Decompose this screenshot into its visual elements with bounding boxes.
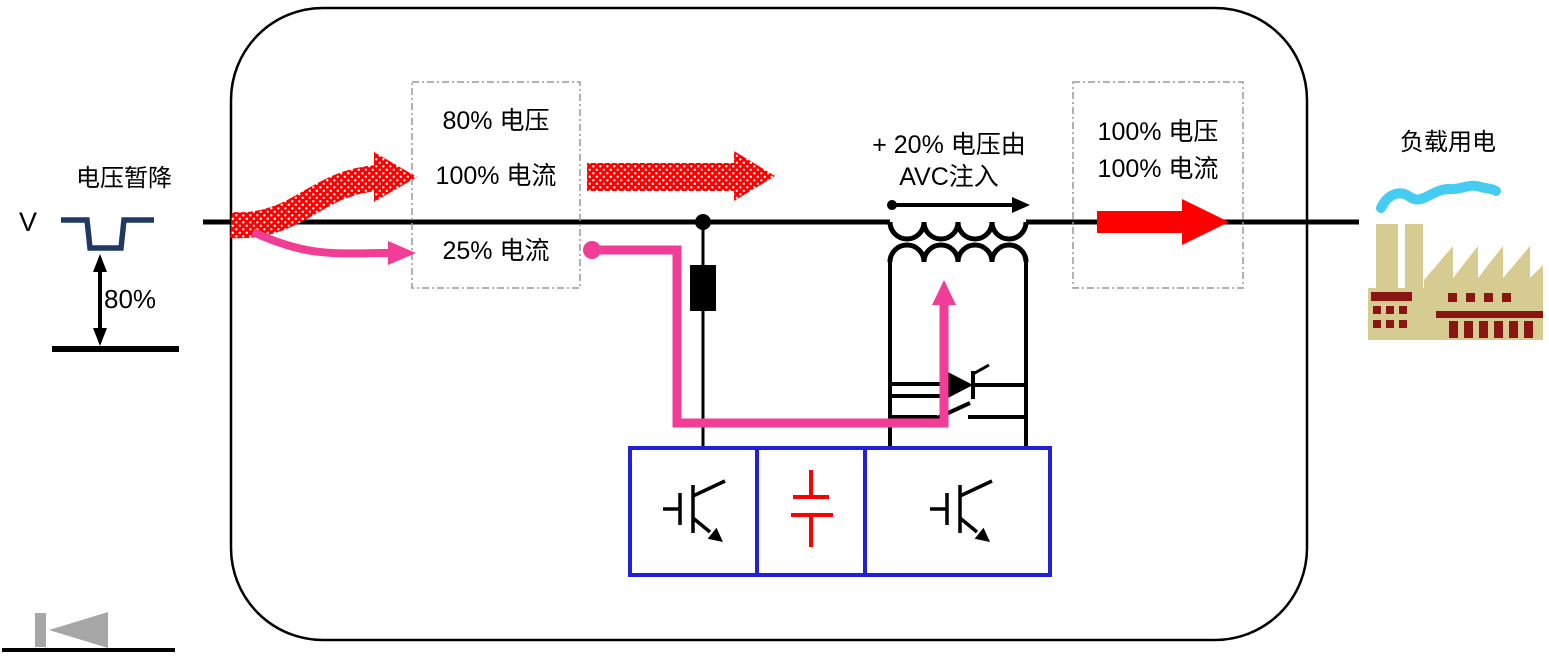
dc-link-box (755, 446, 867, 577)
skip-back-icon[interactable] (35, 612, 108, 648)
load-section: 负载用电 (1368, 129, 1543, 340)
factory-window-bar (1464, 321, 1473, 338)
smoke-icon (1376, 180, 1501, 213)
input-current-label: 100% 电流 (436, 162, 557, 190)
output-flow-box: 100% 电压 100% 电流 (1072, 81, 1244, 289)
voltage-sag-indicator: 电压暂降 V 80% (19, 165, 179, 352)
shunt-branch (690, 222, 716, 450)
factory-window-bar (1524, 321, 1533, 338)
factory-window-bar (1449, 321, 1458, 338)
sag-depth-label: 80% (104, 284, 156, 314)
igbt-icon (930, 479, 993, 542)
factory-stripe (1371, 292, 1412, 301)
skip-back-bar[interactable] (35, 613, 46, 647)
injection-annotation: + 20% 电压由 AVC注入 (872, 131, 1030, 213)
factory-window (1466, 293, 1475, 302)
thyristor-triangle-icon (946, 371, 973, 399)
skip-back-triangle[interactable] (49, 612, 108, 648)
transformer-secondary-winding-icon (887, 242, 1029, 263)
shunt-energy-path (583, 241, 956, 428)
factory-window-bar (1494, 321, 1503, 338)
shunt-arrow-head-icon (388, 241, 416, 265)
factory-window (1386, 306, 1394, 314)
igbt-icon (663, 479, 726, 542)
voltage-sag-title: 电压暂降 (76, 165, 172, 192)
avc-system-boundary (229, 6, 1309, 642)
factory-window (1386, 320, 1394, 328)
factory-window (1373, 320, 1381, 328)
sag-depth-arrow-up-icon (93, 254, 107, 272)
inverter-box (863, 446, 1052, 577)
factory-window (1484, 293, 1493, 302)
output-voltage-label: 100% 电压 (1098, 118, 1219, 146)
flow-arrow-straight-head-icon (734, 151, 775, 201)
factory-window (1502, 293, 1511, 302)
voltage-axis-label: V (19, 207, 37, 237)
shunt-current-label: 25% 电流 (443, 237, 550, 265)
factory-window (1373, 306, 1381, 314)
input-flow-box: 80% 电压 100% 电流 25% 电流 (411, 81, 581, 289)
skip-back-button[interactable] (35, 612, 108, 648)
factory-window (1399, 306, 1407, 314)
output-arrow-head-icon (1182, 199, 1229, 245)
thyristor-gate-tick (972, 363, 990, 376)
transformer-primary-winding-icon (887, 221, 1029, 242)
flow-arrow-curved-band (230, 165, 380, 239)
fuse-icon (690, 265, 716, 311)
injection-arrow-head-icon (1012, 197, 1030, 213)
factory-window-bar (1509, 321, 1518, 338)
sag-waveform-icon (61, 217, 154, 251)
thyristor-bypass (890, 363, 1026, 421)
input-voltage-label: 80% 电压 (443, 107, 550, 135)
power-flow-arrows (230, 151, 775, 239)
converter-module (628, 446, 1052, 577)
factory-window (1448, 293, 1457, 302)
input-flow-box-border (411, 81, 581, 289)
factory-window (1399, 320, 1407, 328)
footer-line (2, 648, 175, 652)
energy-path-arrow-head-icon (932, 280, 956, 305)
factory-chimney (1405, 224, 1423, 296)
output-current-label: 100% 电流 (1098, 155, 1219, 183)
output-flow-arrow (1097, 199, 1229, 245)
dc-capacitor-icon (791, 470, 833, 547)
factory-band (1436, 311, 1543, 318)
output-flow-box-border (1072, 81, 1244, 289)
sag-depth-arrow-down-icon (93, 328, 107, 346)
injection-label-line2: AVC注入 (899, 163, 999, 191)
flow-arrow-straight-band (587, 163, 734, 191)
shunt-arrow-curve (251, 228, 391, 258)
factory-details (1371, 292, 1543, 338)
energy-path-line (592, 245, 949, 428)
factory-window-bar (1479, 321, 1488, 338)
shunt-split-arrow (251, 228, 416, 265)
factory-chimney (1376, 224, 1398, 296)
output-arrow-band (1097, 211, 1182, 233)
injection-label-line1: + 20% 电压由 (872, 131, 1026, 159)
load-title: 负载用电 (1400, 129, 1496, 156)
flow-arrow-curved-head-icon (374, 152, 417, 202)
